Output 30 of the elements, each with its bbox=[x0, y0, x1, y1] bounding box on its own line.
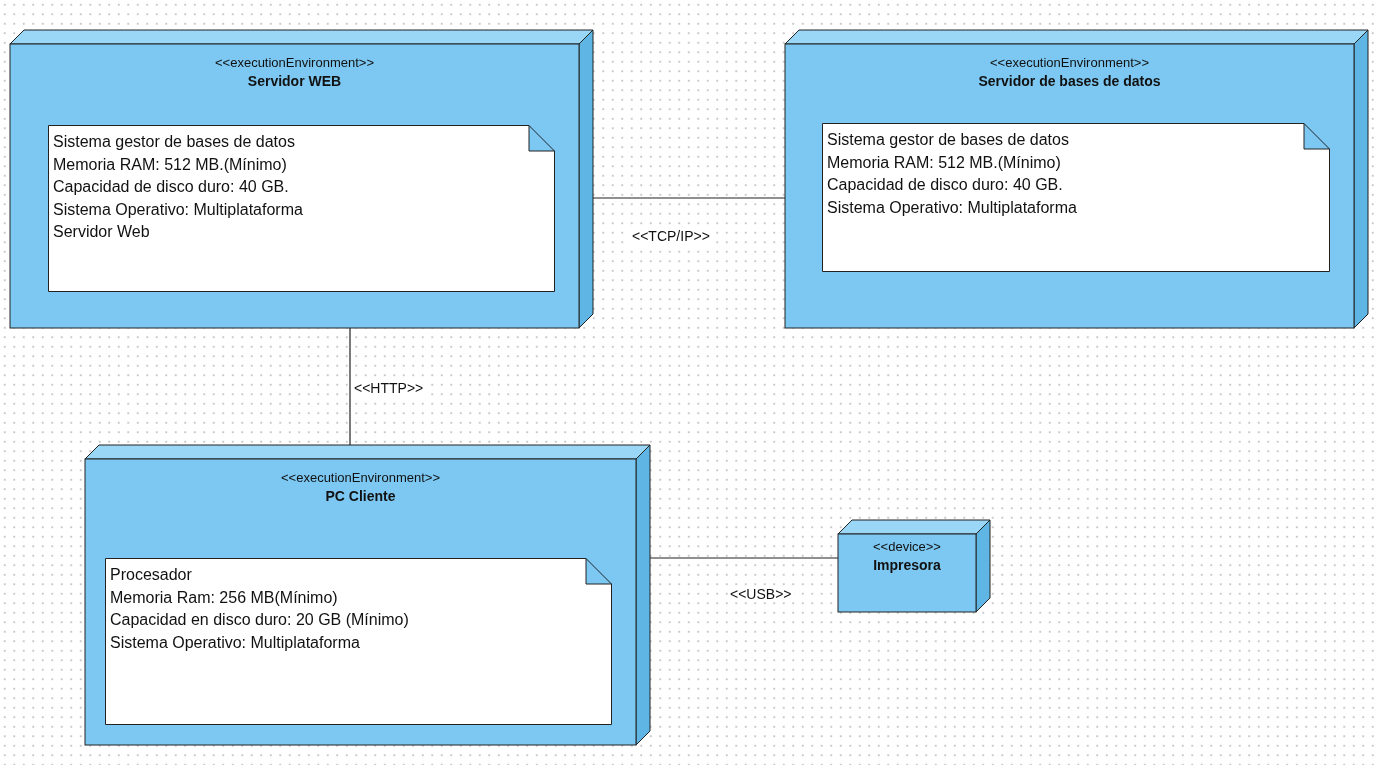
connector-line bbox=[592, 197, 786, 199]
note-text: Sistema Operativo: Multiplataforma bbox=[53, 199, 304, 220]
stereotype-text: <<executionEnvironment>> bbox=[990, 54, 1149, 72]
note-text: Sistema Operativo: Multiplataforma bbox=[110, 632, 361, 653]
connector-line bbox=[349, 327, 351, 446]
stereotype-text: <<executionEnvironment>> bbox=[215, 54, 374, 72]
note-text: Memoria RAM: 512 MB.(Mínimo) bbox=[827, 152, 1062, 173]
note-text: Sistema gestor de bases de datos bbox=[53, 132, 296, 152]
note-text: Capacidad en disco duro: 20 GB (Mínimo) bbox=[110, 610, 410, 630]
stereotype-text: <<executionEnvironment>> bbox=[281, 469, 440, 487]
edge-label: <<USB>> bbox=[728, 586, 794, 602]
note bbox=[105, 558, 612, 725]
edge-label: <<HTTP>> bbox=[352, 380, 426, 396]
node-title: PC Cliente bbox=[325, 487, 396, 505]
node-title: Impresora bbox=[873, 556, 941, 574]
note-text: Memoria Ram: 256 MB(Mínimo) bbox=[110, 587, 339, 608]
node-title: Servidor de bases de datos bbox=[978, 72, 1161, 90]
edge-label: <<TCP/IP>> bbox=[630, 228, 712, 244]
note bbox=[48, 125, 555, 292]
note-text: Procesador bbox=[110, 565, 193, 585]
note-text: Capacidad de disco duro: 40 GB. bbox=[827, 175, 1064, 195]
connector-line bbox=[649, 557, 839, 559]
note-text: Memoria RAM: 512 MB.(Mínimo) bbox=[53, 154, 288, 175]
note-text: Sistema Operativo: Multiplataforma bbox=[827, 197, 1078, 218]
note-text: Servidor Web bbox=[53, 222, 151, 242]
node-title: Servidor WEB bbox=[247, 72, 342, 90]
note-text: Sistema gestor de bases de datos bbox=[827, 130, 1070, 150]
stereotype-text: <<device>> bbox=[873, 538, 941, 556]
note-text: Capacidad de disco duro: 40 GB. bbox=[53, 177, 290, 197]
note bbox=[822, 123, 1330, 272]
